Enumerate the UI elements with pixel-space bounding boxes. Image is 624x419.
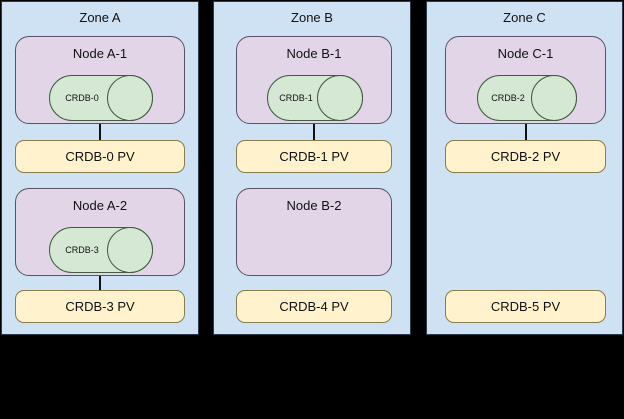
pv-label-crdb-4: CRDB-4 PV [279, 298, 349, 314]
pod-cylinder-crdb-1[interactable]: CRDB-1 [267, 75, 363, 121]
node-box-c-1[interactable]: Node C-1 CRDB-2 [445, 36, 606, 124]
node-title-b-2: Node B-2 [286, 198, 342, 213]
pv-label-crdb-3: CRDB-3 PV [65, 298, 135, 314]
connector-c-1 [525, 124, 527, 140]
node-title-c-1: Node C-1 [497, 46, 554, 61]
node-title-a-2: Node A-2 [72, 198, 128, 213]
node-box-b-1[interactable]: Node B-1 CRDB-1 [236, 36, 392, 124]
pv-box-crdb-5[interactable]: CRDB-5 PV [445, 290, 606, 323]
pv-label-crdb-0: CRDB-0 PV [65, 148, 135, 164]
pv-label-crdb-5: CRDB-5 PV [490, 298, 561, 314]
pv-label-crdb-2: CRDB-2 PV [490, 148, 561, 164]
pv-box-crdb-1[interactable]: CRDB-1 PV [236, 140, 392, 173]
pv-box-crdb-2[interactable]: CRDB-2 PV [445, 140, 606, 173]
node-box-a-1[interactable]: Node A-1 CRDB-0 [15, 36, 185, 124]
node-title-b-1: Node B-1 [286, 46, 342, 61]
node-box-a-2[interactable]: Node A-2 CRDB-3 [15, 188, 185, 276]
pv-box-crdb-3[interactable]: CRDB-3 PV [15, 290, 185, 323]
zone-panel-b[interactable]: Zone B Node B-1 CRDB-1 CRDB-1 PV Node B-… [213, 1, 411, 335]
pv-box-crdb-0[interactable]: CRDB-0 PV [15, 140, 185, 173]
zone-panel-c[interactable]: Zone C Node C-1 CRDB-2 CRDB-2 PV CRDB-5 … [426, 1, 623, 335]
connector-a-2 [99, 276, 101, 290]
node-box-b-2[interactable]: Node B-2 [236, 188, 392, 276]
zone-panel-a[interactable]: Zone A Node A-1 CRDB-0 CRDB-0 PV Node A-… [1, 1, 199, 335]
pv-label-crdb-1: CRDB-1 PV [279, 148, 349, 164]
connector-b-1 [313, 124, 315, 140]
zone-title-b: Zone B [291, 10, 333, 25]
connector-a-1 [99, 124, 101, 140]
zone-title-c: Zone C [503, 10, 546, 25]
pod-cylinder-crdb-3[interactable]: CRDB-3 [49, 227, 153, 273]
pv-box-crdb-4[interactable]: CRDB-4 PV [236, 290, 392, 323]
zone-title-a: Zone A [79, 10, 121, 25]
node-title-a-1: Node A-1 [72, 46, 128, 61]
pod-cylinder-crdb-0[interactable]: CRDB-0 [49, 75, 153, 121]
pod-cylinder-crdb-2[interactable]: CRDB-2 [477, 75, 577, 121]
